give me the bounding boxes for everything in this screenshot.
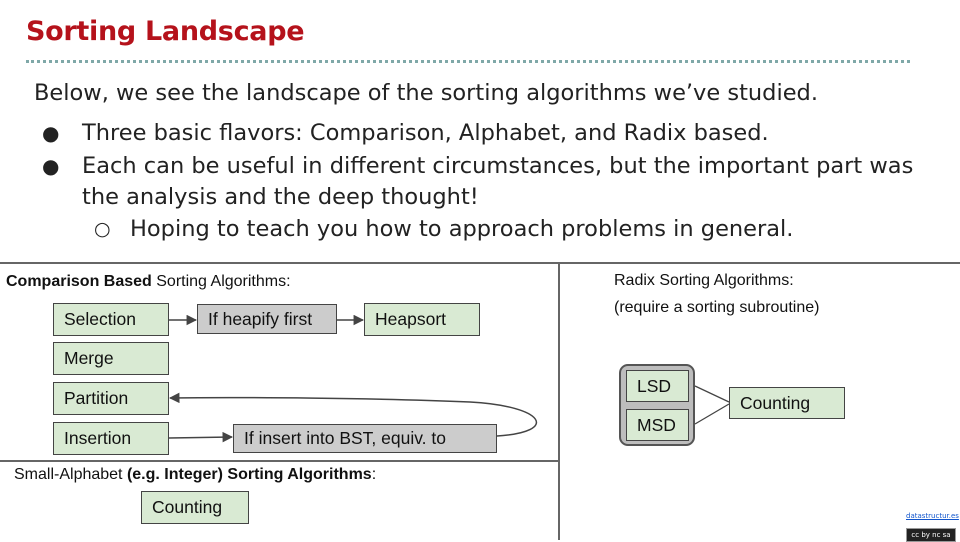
- slide-title: Sorting Landscape: [26, 16, 305, 47]
- small-alphabet-label-suffix: :: [371, 466, 377, 483]
- arrow-bst-to-partition: [168, 392, 537, 437]
- box-counting-radix: Counting: [729, 387, 845, 419]
- small-alphabet-label-prefix: Small-Alphabet: [14, 466, 127, 483]
- cc-license-text: cc by nc sa: [911, 531, 951, 539]
- box-heapify-first: If heapify first: [197, 304, 337, 334]
- bullet-text: the analysis and the deep thought!: [82, 184, 479, 210]
- bullet-flavors: ● Three basic flavors: Comparison, Alpha…: [42, 118, 769, 148]
- comparison-label-bold: Comparison Based: [6, 273, 152, 290]
- bullet-marker: ●: [42, 154, 60, 178]
- title-divider: [26, 60, 910, 63]
- sub-bullet-approach: ○ Hoping to teach you how to approach pr…: [94, 214, 794, 244]
- arrow-insertion-to-bst: [168, 431, 234, 443]
- comparison-section-label: Comparison Based Sorting Algorithms:: [6, 273, 291, 291]
- bullet-text: Each can be useful in different circumst…: [82, 153, 914, 179]
- small-alphabet-label-bold: (e.g. Integer) Sorting Algorithms: [126, 466, 372, 483]
- diagram-horizontal-divider: [0, 460, 558, 462]
- bullet-text: Three basic flavors: Comparison, Alphabe…: [82, 120, 769, 146]
- box-insert-bst: If insert into BST, equiv. to: [233, 424, 497, 453]
- box-lsd: LSD: [626, 370, 689, 402]
- sub-bullet-marker: ○: [94, 218, 111, 240]
- connector-lsd-to-counting: [694, 385, 730, 403]
- box-merge: Merge: [53, 342, 169, 375]
- box-counting-small-alphabet: Counting: [141, 491, 249, 524]
- diagram-vertical-divider: [558, 262, 560, 540]
- connector-msd-to-counting: [694, 403, 730, 425]
- diagram-frame: [0, 262, 960, 542]
- datastructures-link[interactable]: datastructur.es: [906, 512, 959, 520]
- box-heapsort: Heapsort: [364, 303, 480, 336]
- box-insertion: Insertion: [53, 422, 169, 455]
- intro-text: Below, we see the landscape of the sorti…: [34, 80, 818, 106]
- footer-attribution: datastructur.es cc by nc sa: [906, 512, 959, 542]
- radix-section-sublabel: (require a sorting subroutine): [614, 299, 820, 316]
- sub-bullet-text: Hoping to teach you how to approach prob…: [130, 216, 794, 242]
- comparison-label-rest: Sorting Algorithms:: [151, 273, 291, 290]
- radix-section-label: Radix Sorting Algorithms:: [614, 272, 794, 289]
- small-alphabet-section-label: Small-Alphabet (e.g. Integer) Sorting Al…: [14, 466, 376, 484]
- box-partition: Partition: [53, 382, 169, 415]
- box-selection: Selection: [53, 303, 169, 336]
- bullet-continuation: the analysis and the deep thought!: [82, 182, 479, 212]
- bullet-marker: ●: [42, 121, 60, 145]
- box-msd: MSD: [626, 409, 689, 441]
- bullet-circumstances: ● Each can be useful in different circum…: [42, 151, 914, 181]
